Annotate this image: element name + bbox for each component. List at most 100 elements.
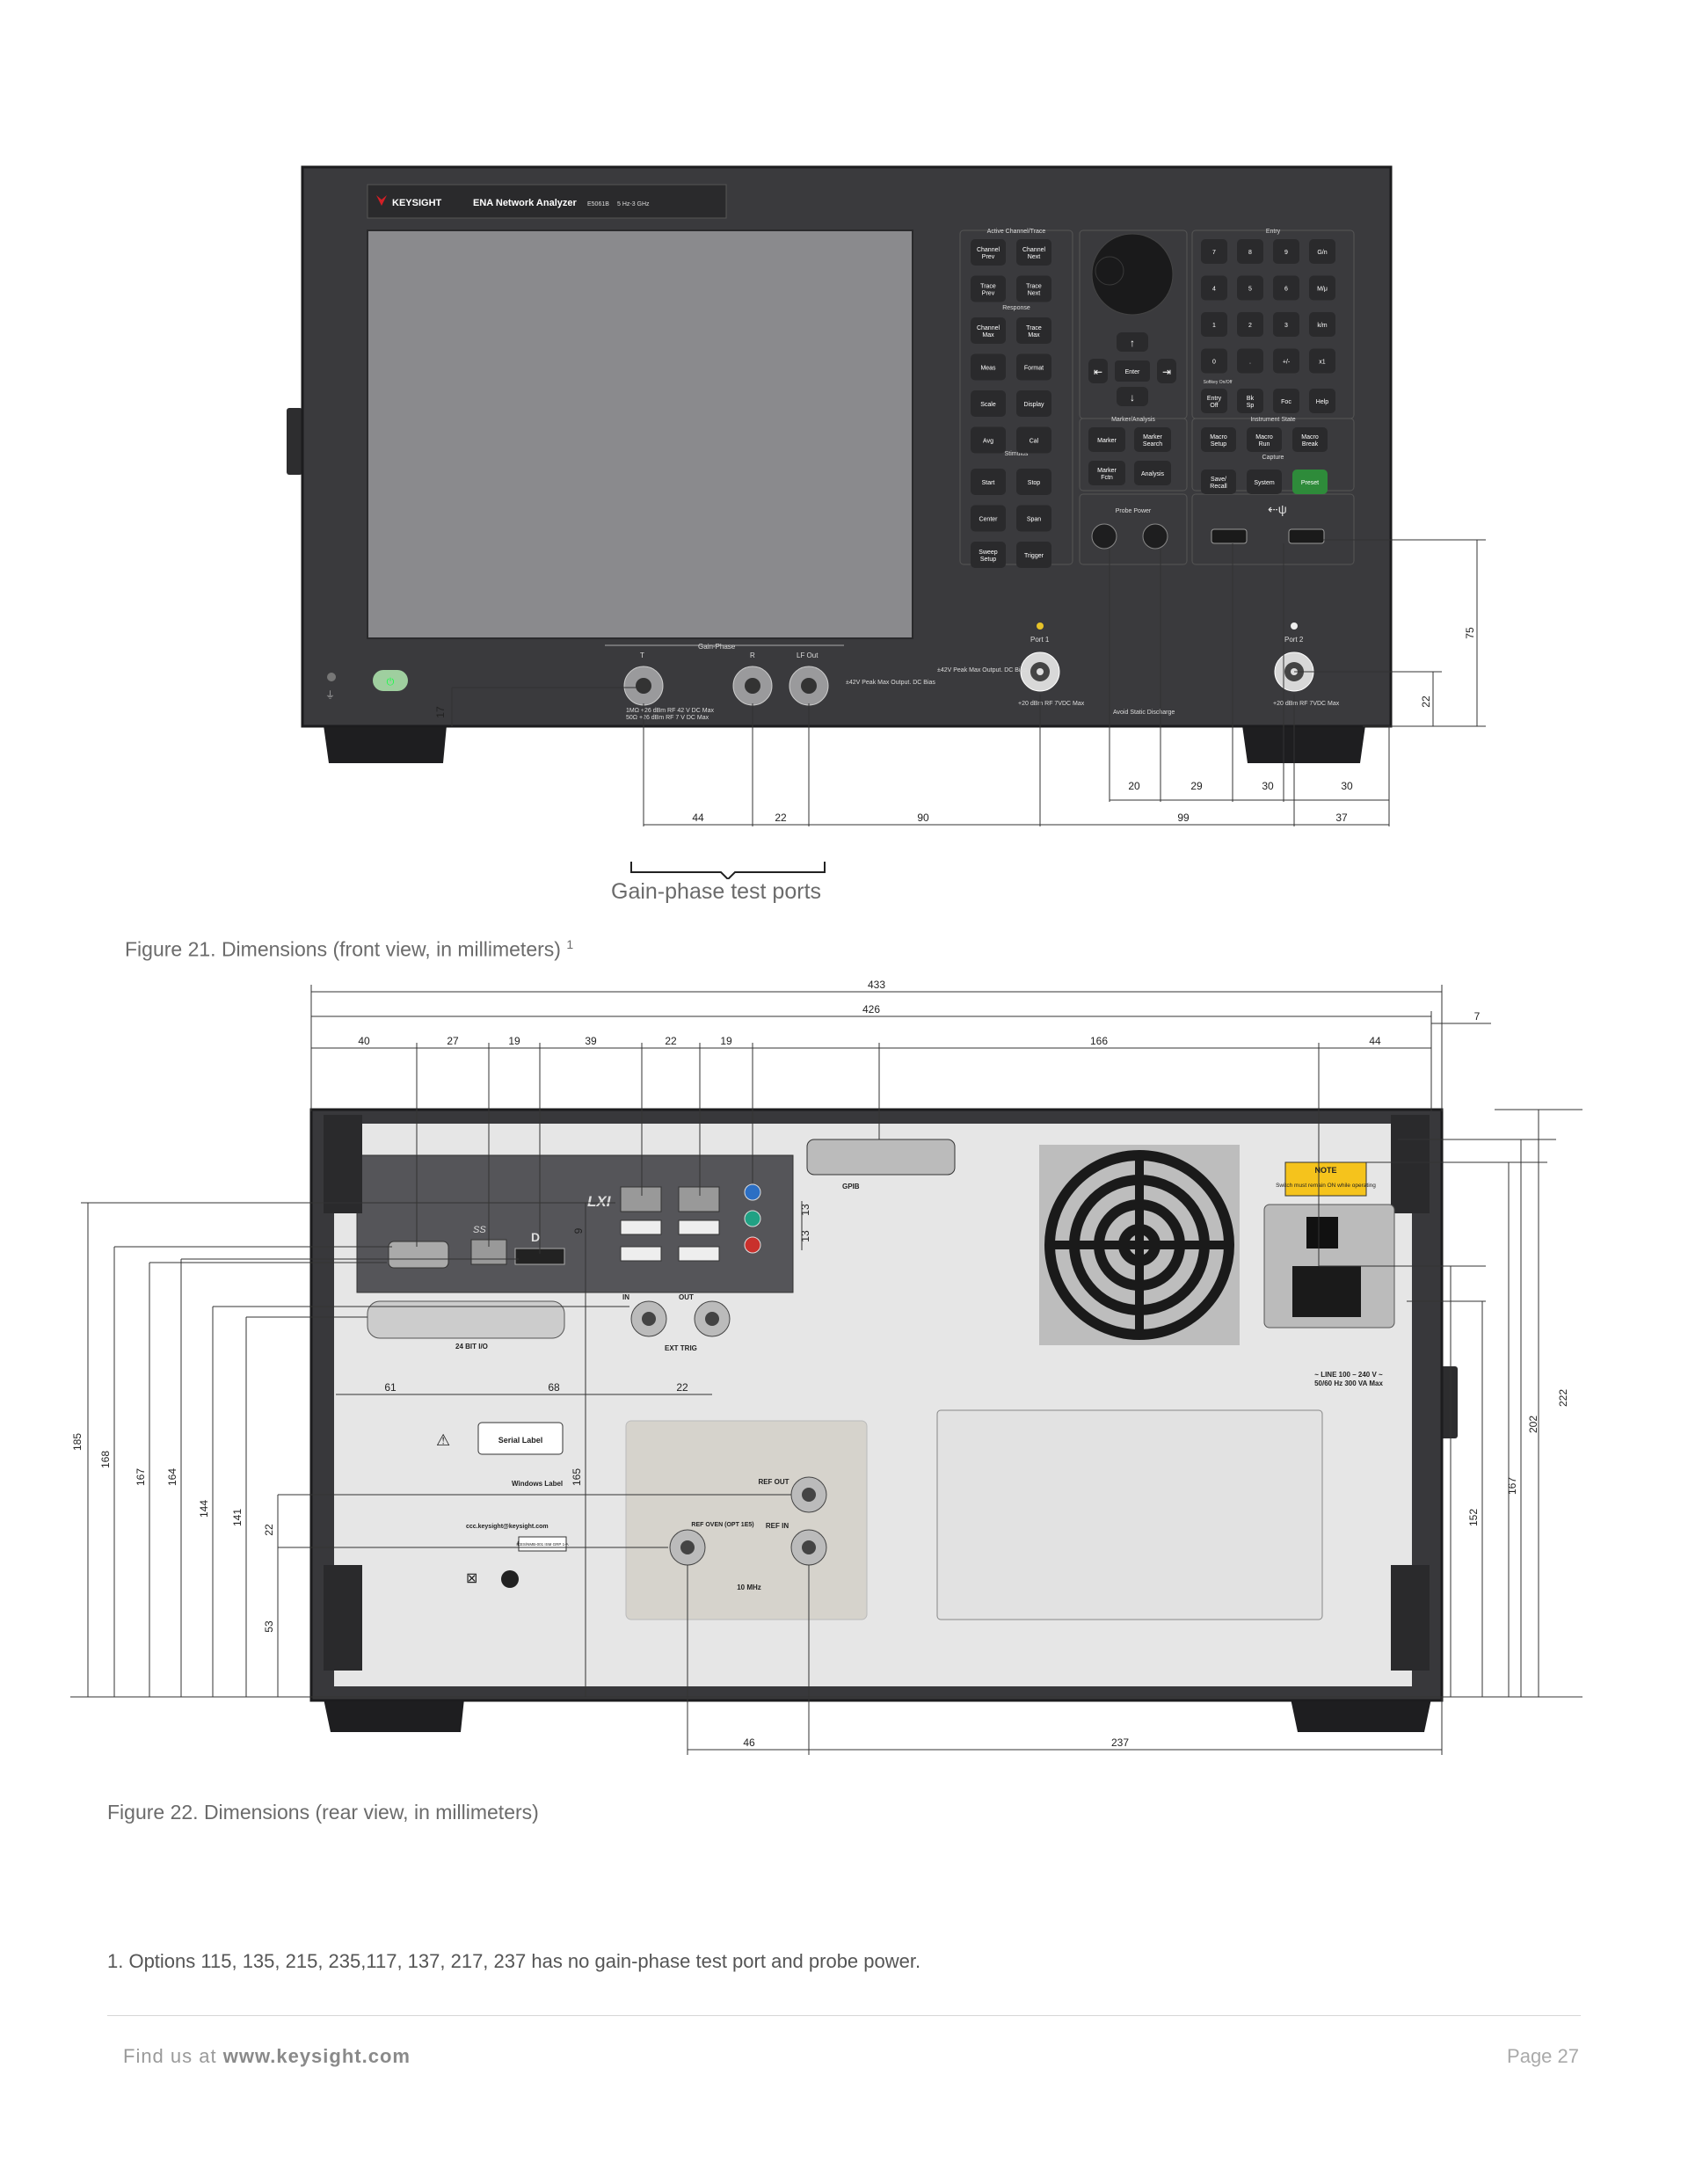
svg-text:13: 13 (799, 1230, 811, 1242)
marker-key-3[interactable]: Analysis (1134, 461, 1171, 485)
entry-key-7[interactable]: M/μ (1309, 275, 1335, 301)
marker-key-0[interactable]: Marker (1088, 427, 1125, 452)
usb-port-2 (1288, 528, 1325, 544)
entry-key-9[interactable]: 2 (1237, 312, 1263, 337)
key-center[interactable]: Center (971, 505, 1006, 532)
audio-jack-red (744, 1236, 761, 1254)
key-cal[interactable]: Cal (1016, 426, 1051, 454)
entry-key-5[interactable]: 5 (1237, 275, 1263, 301)
enter-label: Enter (1125, 369, 1140, 375)
key-channel-next-label: Channel (1022, 247, 1046, 253)
svg-text:7: 7 (1474, 1010, 1481, 1023)
entry-key-12[interactable]: 0 (1201, 348, 1227, 374)
key-avg[interactable]: Avg (971, 426, 1006, 454)
entry-key-1[interactable]: 8 (1237, 239, 1263, 264)
footnote: 1. Options 115, 135, 215, 235,117, 137, … (107, 1950, 921, 1972)
note-title: NOTE (1314, 1166, 1336, 1175)
key-display[interactable]: Display (1016, 390, 1051, 417)
entry-key-8[interactable]: 1 (1201, 312, 1227, 337)
entry-key-10[interactable]: 3 (1273, 312, 1299, 337)
entry-key-18-label: Foc (1281, 399, 1291, 405)
down-arrow-button[interactable] (1117, 387, 1148, 406)
static-warning: Avoid Static Discharge (1113, 710, 1175, 716)
connector-t (623, 666, 664, 706)
svg-text:27: 27 (447, 1035, 459, 1047)
svg-text:30: 30 (1262, 780, 1274, 792)
svg-text:167: 167 (1506, 1477, 1518, 1495)
key-span[interactable]: Span (1016, 505, 1051, 532)
weee-icon: ⊠ (466, 1571, 477, 1586)
entry-key-6[interactable]: 6 (1273, 275, 1299, 301)
up-arrow-button[interactable] (1117, 332, 1148, 352)
svg-text:20: 20 (1128, 780, 1140, 792)
svg-text:30: 30 (1341, 780, 1353, 792)
key-channel-max-label: Channel (977, 325, 1000, 331)
entry-key-14[interactable]: +/- (1273, 348, 1299, 374)
svg-text:426: 426 (862, 1003, 880, 1016)
note-sticker (1284, 1161, 1367, 1197)
side-handle (287, 408, 302, 475)
rear-foot-left (324, 1699, 464, 1732)
section-entry: Entry (1266, 229, 1281, 235)
enter-button[interactable] (1115, 360, 1150, 382)
rear-view-diagram: SS D LXI GPIB 24 BIT I/O IN OUT EXT TRIG… (70, 979, 1582, 1755)
port-t-label: T (640, 652, 644, 659)
entry-key-3[interactable]: G/n (1309, 239, 1335, 264)
key-trigger[interactable]: Trigger (1016, 542, 1051, 568)
page-number: Page 27 (1507, 2045, 1579, 2067)
entry-key-11[interactable]: k/m (1309, 312, 1335, 337)
state-key-1-label: Run (1259, 441, 1270, 448)
rear-handle (1440, 1366, 1458, 1438)
state-key-5[interactable]: Preset (1292, 470, 1328, 494)
svg-text:19: 19 (720, 1035, 732, 1047)
entry-key-19[interactable]: Help (1309, 389, 1335, 413)
power-switch[interactable] (1306, 1217, 1338, 1249)
gain-phase-label: Gain-Phase (698, 643, 736, 651)
figure21-caption-text: Figure 21. Dimensions (front view, in mi… (125, 937, 561, 961)
contact-email: ccc.keysight@keysight.com (466, 1524, 549, 1530)
windows-label: Windows Label (512, 1480, 563, 1488)
key-meas[interactable]: Meas (971, 353, 1006, 381)
entry-key-4[interactable]: 4 (1201, 275, 1227, 301)
key-start[interactable]: Start (971, 469, 1006, 495)
key-scale[interactable]: Scale (971, 390, 1006, 417)
down-arrow-icon: ↓ (1130, 391, 1135, 404)
key-stop[interactable]: Stop (1016, 469, 1051, 495)
footer-url-link[interactable]: www.keysight.com (222, 2045, 411, 2067)
svg-text:22: 22 (676, 1381, 688, 1394)
svg-text:222: 222 (1557, 1389, 1569, 1407)
power-button[interactable] (373, 670, 408, 691)
key-display-label: Display (1024, 402, 1044, 408)
key-format[interactable]: Format (1016, 353, 1051, 381)
entry-key-3-label: G/n (1317, 250, 1327, 256)
entry-key-15[interactable]: x1 (1309, 348, 1335, 374)
audio-jack-green (744, 1210, 761, 1227)
entry-key-4-label: 4 (1212, 287, 1216, 293)
entry-key-2[interactable]: 9 (1273, 239, 1299, 264)
entry-key-0[interactable]: 7 (1201, 239, 1227, 264)
right-arrow-button[interactable] (1157, 359, 1176, 383)
entry-key-18[interactable]: Foc (1273, 389, 1299, 413)
entry-key-13[interactable]: . (1237, 348, 1263, 374)
rotary-knob[interactable] (1091, 233, 1174, 316)
key-channel-next-label: Next (1028, 254, 1040, 260)
ref-oven-connector (669, 1529, 706, 1566)
state-key-3[interactable]: Save/Recall (1201, 470, 1236, 494)
corner-bracket-bl (324, 1565, 362, 1671)
state-key-4[interactable]: System (1247, 470, 1282, 494)
left-arrow-button[interactable] (1088, 359, 1108, 383)
